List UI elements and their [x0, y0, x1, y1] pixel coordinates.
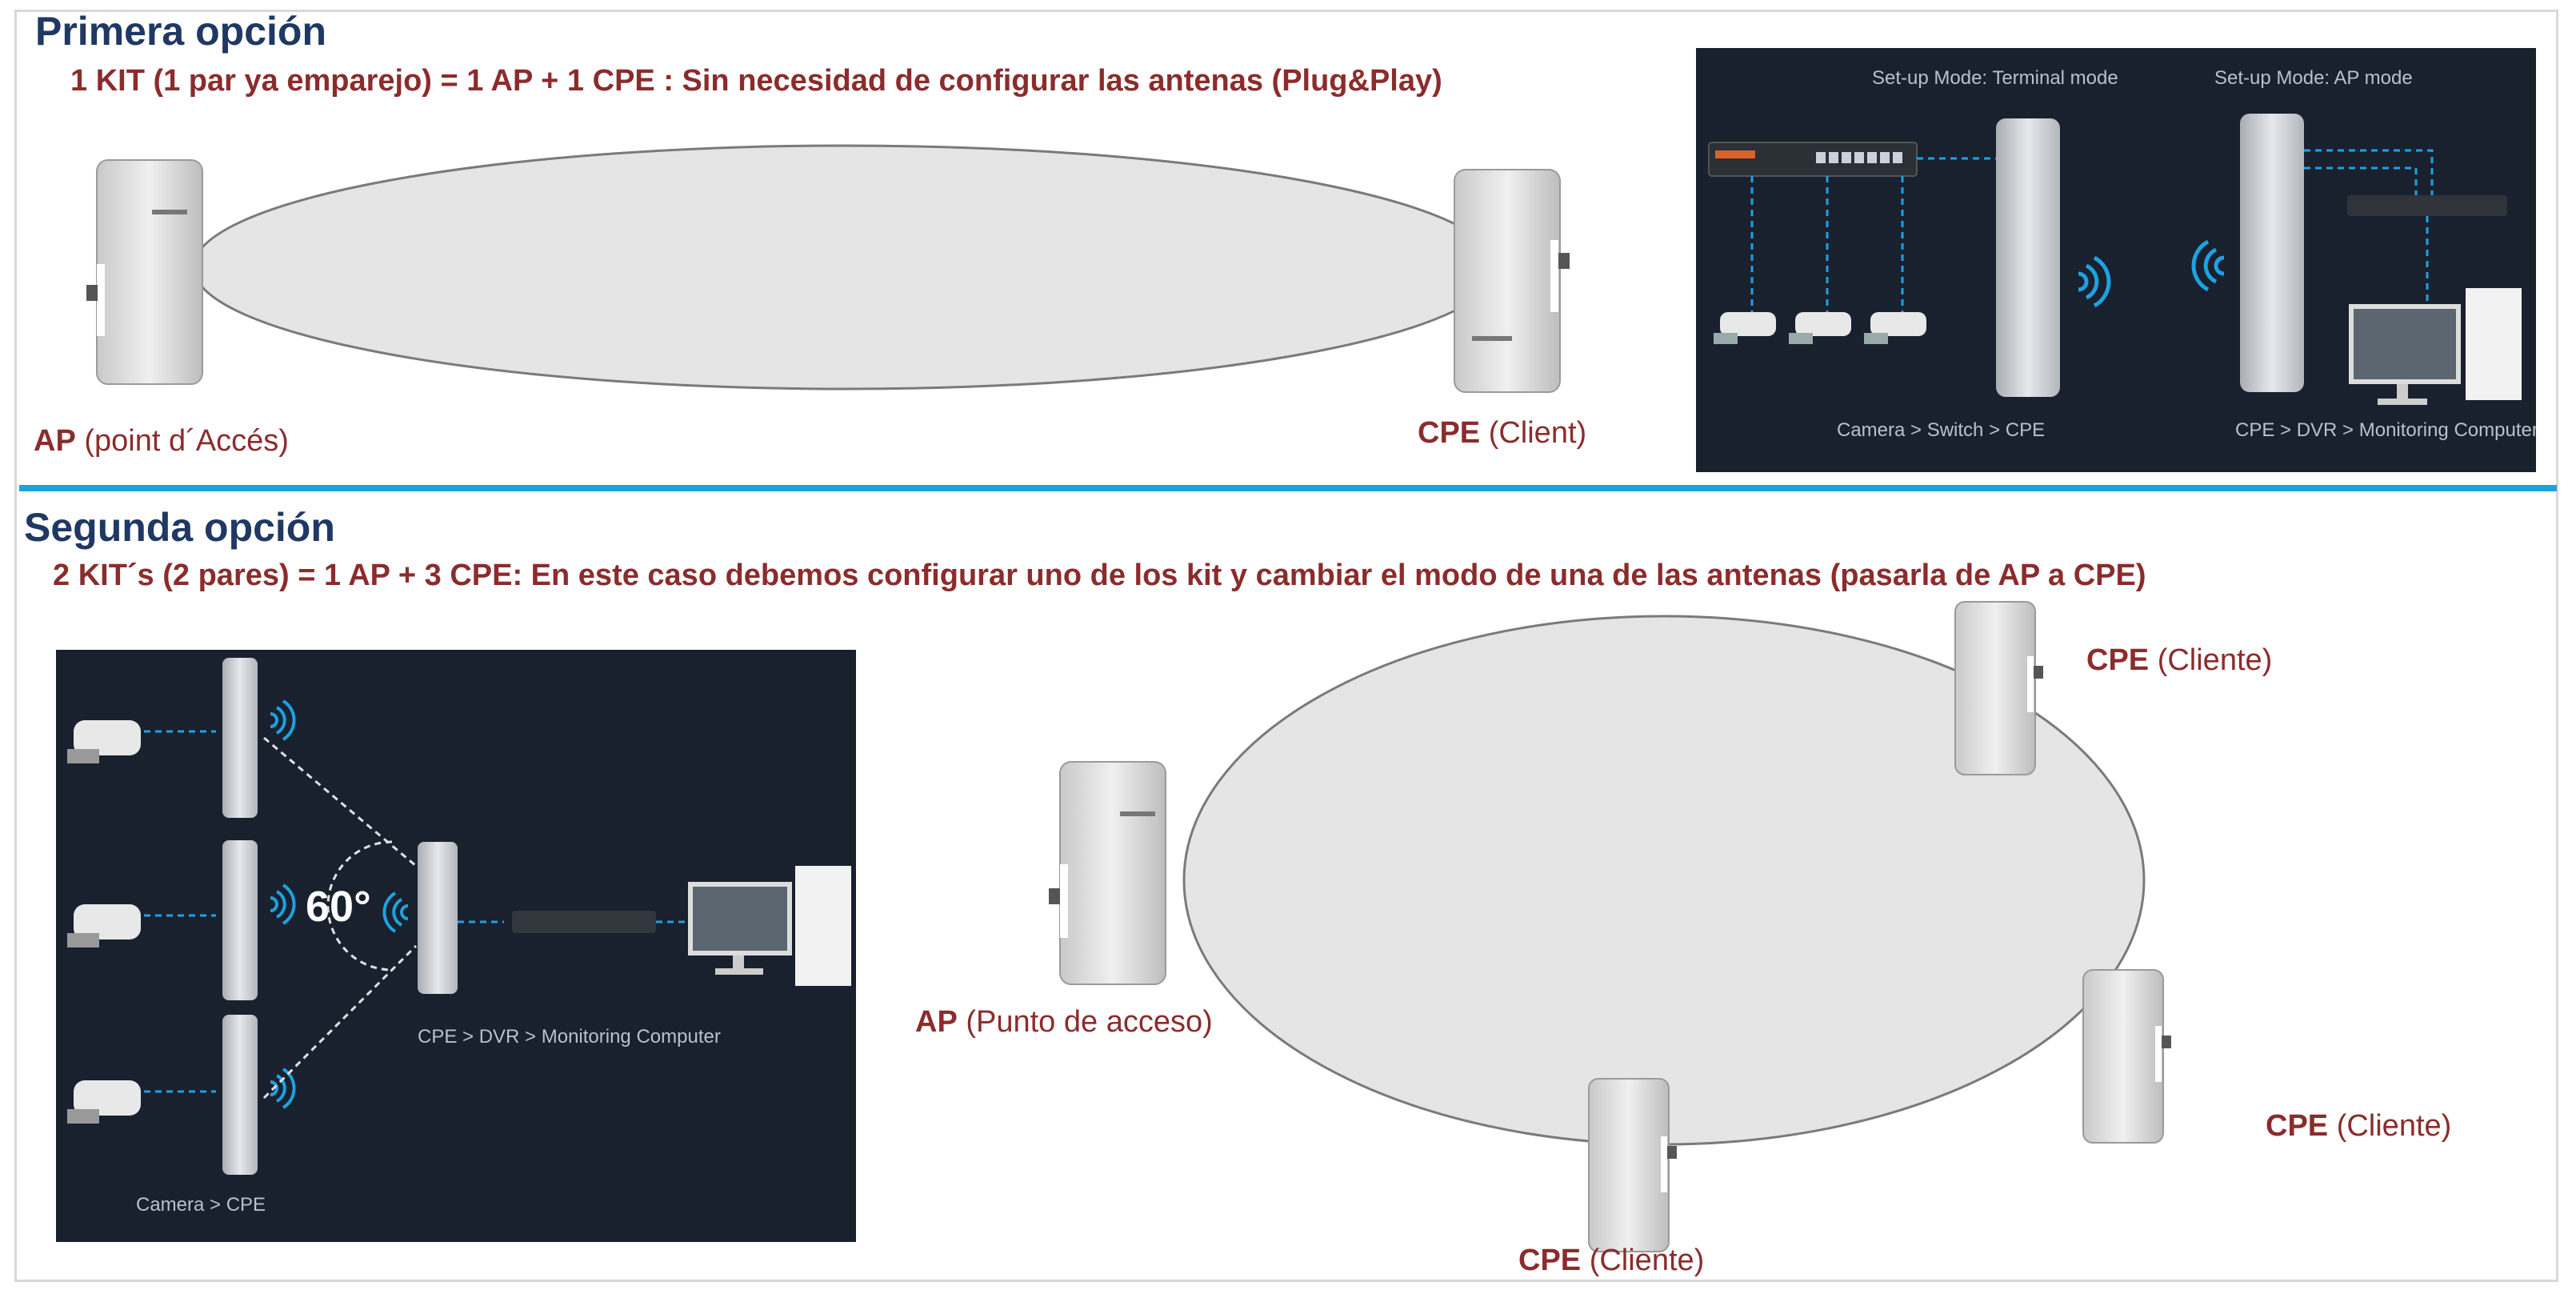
- point-to-multipoint-panel: 60° CPE > DVR > Monitoring Computer Came…: [56, 650, 856, 1242]
- section1-title: Primera opción: [35, 9, 326, 54]
- ap-label: AP (point d´Accés): [34, 424, 289, 458]
- cpe-device: [2082, 969, 2171, 1144]
- cpe-device: [222, 1015, 258, 1175]
- cpe-device: [222, 840, 258, 1000]
- cpe-label-top: CPE (Cliente): [2086, 643, 2273, 677]
- dvr-icon: [2347, 195, 2507, 216]
- ap-device: [1049, 761, 1166, 985]
- cpe-device: [1588, 1078, 1677, 1252]
- cpe-label: CPE (Client): [1418, 416, 1587, 450]
- cpe-label-right: CPE (Cliente): [2266, 1109, 2452, 1143]
- section1-diagram: [86, 144, 1570, 393]
- angle-label: 60°: [306, 883, 371, 931]
- mode-left-label: Set-up Mode: Terminal mode: [1872, 67, 2118, 89]
- monitor-icon: [688, 866, 851, 986]
- cpe-device: [1454, 169, 1570, 393]
- cpe-terminal-device: [1996, 118, 2060, 397]
- caption-camera-switch-cpe: Camera > Switch > CPE: [1837, 419, 2046, 441]
- cpe-label-bottom: CPE (Cliente): [1518, 1244, 1705, 1277]
- section-divider: [19, 485, 2557, 491]
- wifi-signal-icon: [2078, 255, 2111, 308]
- page-frame: [14, 10, 2558, 1282]
- dvr-icon: [512, 911, 656, 933]
- cpe-device: [222, 658, 258, 818]
- section2-subtitle: 2 KIT´s (2 pares) = 1 AP + 3 CPE: En est…: [53, 559, 2146, 592]
- ap-mode-device: [2240, 114, 2304, 392]
- camera-icon: [1714, 312, 1926, 344]
- ap-device: [86, 159, 203, 385]
- section2-title: Segunda opción: [24, 505, 335, 550]
- monitor-icon: [2349, 288, 2522, 405]
- mode-right-label: Set-up Mode: AP mode: [2214, 67, 2413, 89]
- caption-cpe-dvr-monitor-2: CPE > DVR > Monitoring Computer: [418, 1026, 721, 1048]
- wifi-signal-icon: [382, 891, 409, 933]
- panel2-graphics: [67, 658, 851, 1175]
- caption-camera-cpe: Camera > CPE: [136, 1194, 266, 1216]
- wifi-signal-icon: [2191, 239, 2225, 292]
- section1-subtitle: 1 KIT (1 par ya emparejo) = 1 AP + 1 CPE…: [70, 64, 1442, 98]
- ap-label-2: AP (Punto de acceso): [915, 1005, 1213, 1039]
- cpe-device: [1954, 601, 2043, 775]
- switch-icon: [1708, 142, 1918, 177]
- panel1-graphics: [1708, 114, 2522, 405]
- caption-cpe-dvr-monitor: CPE > DVR > Monitoring Computer: [2235, 419, 2536, 441]
- ap-mode-device: [418, 842, 458, 994]
- wifi-signal-icon: [270, 699, 296, 1109]
- setup-mode-panel: Set-up Mode: Terminal mode Set-up Mode: …: [1696, 48, 2536, 472]
- camera-icon: [67, 720, 141, 1124]
